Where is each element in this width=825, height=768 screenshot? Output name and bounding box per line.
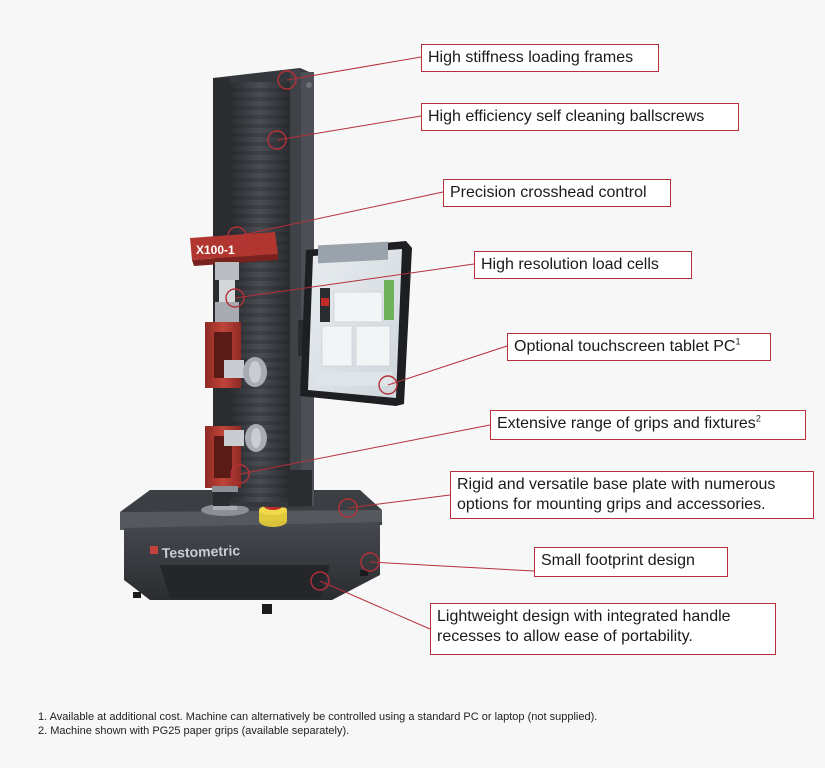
column-slat	[231, 142, 289, 146]
callout-box: Lightweight design with integrated handl…	[430, 603, 776, 655]
callout-text: Rigid and versatile base plate with nume…	[457, 476, 776, 493]
footnote-marker: 1	[735, 336, 741, 347]
leader-line	[286, 56, 422, 81]
tablet-arm	[298, 320, 306, 356]
footnotes: 1. Available at additional cost. Machine…	[38, 710, 597, 738]
leader-target-circle	[277, 70, 297, 90]
callout-text: Optional touchscreen tablet PC1	[514, 336, 741, 355]
leader-target-circle	[225, 288, 245, 308]
callout-box: Precision crosshead control	[443, 179, 671, 207]
brand-name: Testometric	[162, 542, 241, 561]
column-slat	[231, 466, 289, 470]
column-slat	[231, 133, 289, 137]
column-slat	[231, 340, 289, 344]
callout-box: Small footprint design	[534, 547, 728, 577]
leader-target-circle	[378, 375, 398, 395]
leader-line	[236, 191, 444, 237]
callout-text: Extensive range of grips and fixtures2	[497, 413, 761, 432]
callout-box: Rigid and versatile base plate with nume…	[450, 471, 814, 519]
leader-line	[369, 561, 535, 572]
column-slat	[231, 151, 289, 155]
callout-text-line-2: recesses to allow ease of portability.	[437, 628, 693, 645]
column-slat	[231, 313, 289, 317]
leader-target-circle	[267, 130, 287, 150]
callout-box: High efficiency self cleaning ballscrews	[421, 103, 739, 131]
column-slat	[231, 349, 289, 353]
column-slat	[231, 277, 289, 281]
column-slat	[231, 394, 289, 398]
column-slat	[231, 178, 289, 182]
callout-text: Precision crosshead control	[450, 184, 647, 201]
callout-leaders	[225, 56, 535, 630]
column-slat	[231, 403, 289, 407]
column-slat	[231, 331, 289, 335]
callout-text: High resolution load cells	[481, 256, 659, 273]
footnote-1: 1. Available at additional cost. Machine…	[38, 711, 598, 723]
upper-grip	[205, 322, 267, 388]
base-plate: Testometric	[120, 490, 382, 614]
callout-text: Small footprint design	[541, 552, 695, 569]
column-slat	[231, 286, 289, 290]
column-slat	[231, 223, 289, 227]
column-slat	[231, 385, 289, 389]
column-slat	[231, 457, 289, 461]
column-slat	[231, 295, 289, 299]
column-slat	[231, 322, 289, 326]
callout-box: High stiffness loading frames	[421, 44, 659, 72]
column-slat	[231, 493, 289, 497]
column-slat	[231, 421, 289, 425]
column-slat	[231, 115, 289, 119]
column-slat	[231, 169, 289, 173]
leader-target-circle	[338, 498, 358, 518]
column-slat	[231, 88, 289, 92]
callout-box: Extensive range of grips and fixtures2	[490, 410, 806, 440]
leader-line	[239, 424, 491, 475]
column-slat	[231, 214, 289, 218]
model-label: X100-1	[196, 243, 235, 257]
callout-text-line-2: options for mounting grips and accessori…	[457, 496, 766, 513]
leader-target-circle	[310, 571, 330, 591]
column-slat	[231, 187, 289, 191]
callout-text: High stiffness loading frames	[428, 49, 634, 66]
column-slat	[231, 475, 289, 479]
column-slat	[231, 268, 289, 272]
column-slat	[231, 160, 289, 164]
leader-line	[387, 345, 508, 386]
tablet-pc	[300, 241, 412, 406]
leader-line	[276, 115, 422, 141]
leader-line	[347, 494, 451, 509]
callout-box: Optional touchscreen tablet PC1	[507, 333, 771, 361]
loading-frame-column	[213, 68, 314, 508]
lower-grip	[205, 424, 267, 492]
column-slat	[231, 484, 289, 488]
callout-text: Lightweight design with integrated handl…	[437, 608, 731, 625]
leader-target-circle	[230, 464, 250, 484]
leader-target-circle	[227, 226, 247, 246]
column-slat	[231, 412, 289, 416]
leader-line	[234, 263, 475, 299]
crosshead: X100-1	[190, 232, 278, 322]
callout-text: High efficiency self cleaning ballscrews	[428, 108, 705, 125]
column-slat	[231, 106, 289, 110]
leader-line	[319, 580, 431, 630]
footnote-marker: 2	[755, 413, 761, 424]
column-slat	[231, 205, 289, 209]
column-slat	[231, 304, 289, 308]
column-slat	[231, 196, 289, 200]
column-slat	[231, 97, 289, 101]
footnote-2: 2. Machine shown with PG25 paper grips (…	[38, 725, 350, 737]
callout-box: High resolution load cells	[474, 251, 692, 279]
leader-target-circle	[360, 552, 380, 572]
column-slat	[231, 124, 289, 128]
brand-logo-icon	[150, 546, 158, 554]
